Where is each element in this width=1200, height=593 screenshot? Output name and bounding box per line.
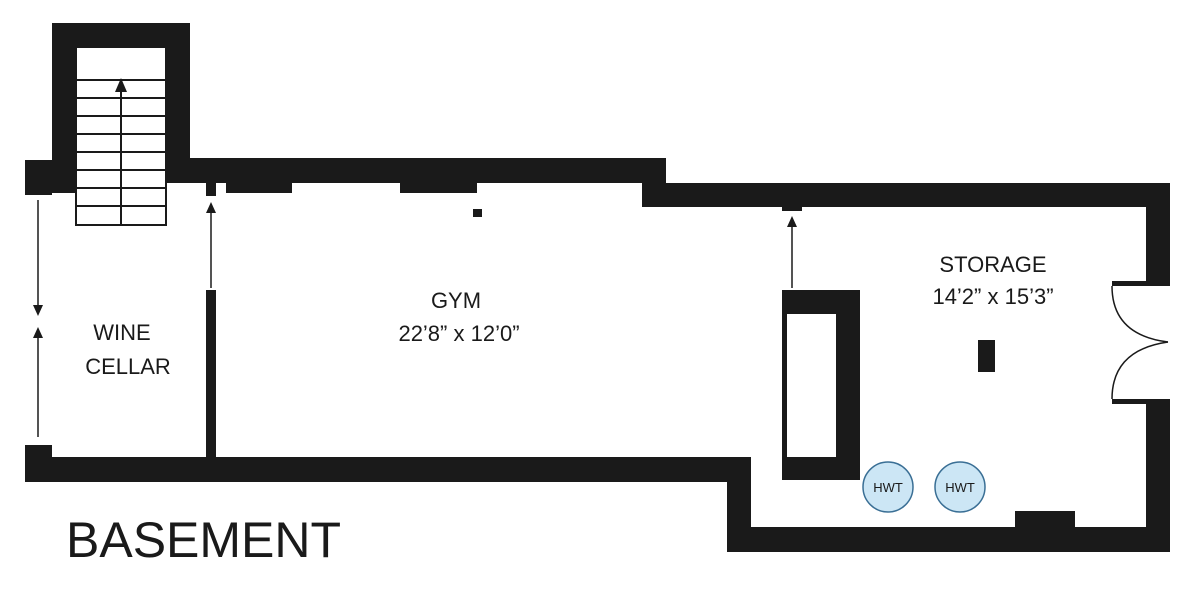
storage-dimensions: 14’2” x 15’3” (932, 284, 1053, 309)
wine-cellar-label-line1: WINE (93, 320, 150, 345)
stairs (75, 46, 167, 226)
hwt-fixture: HWT (934, 461, 986, 513)
hwt-label: HWT (945, 480, 975, 495)
floor-title: BASEMENT (66, 512, 341, 568)
double-door (1111, 285, 1169, 400)
storage-label: STORAGE (939, 252, 1046, 277)
hwt-fixture: HWT (862, 461, 914, 513)
exterior-walls (25, 23, 1170, 552)
interior-walls (206, 183, 1170, 531)
gym-label: GYM (431, 288, 481, 313)
hwt-label: HWT (873, 480, 903, 495)
wine-cellar-label-line2: CELLAR (85, 354, 171, 379)
doorway-arrows (33, 200, 797, 437)
stair-arrow-icon (115, 78, 127, 92)
gym-dimensions: 22’8” x 12’0” (398, 321, 519, 346)
